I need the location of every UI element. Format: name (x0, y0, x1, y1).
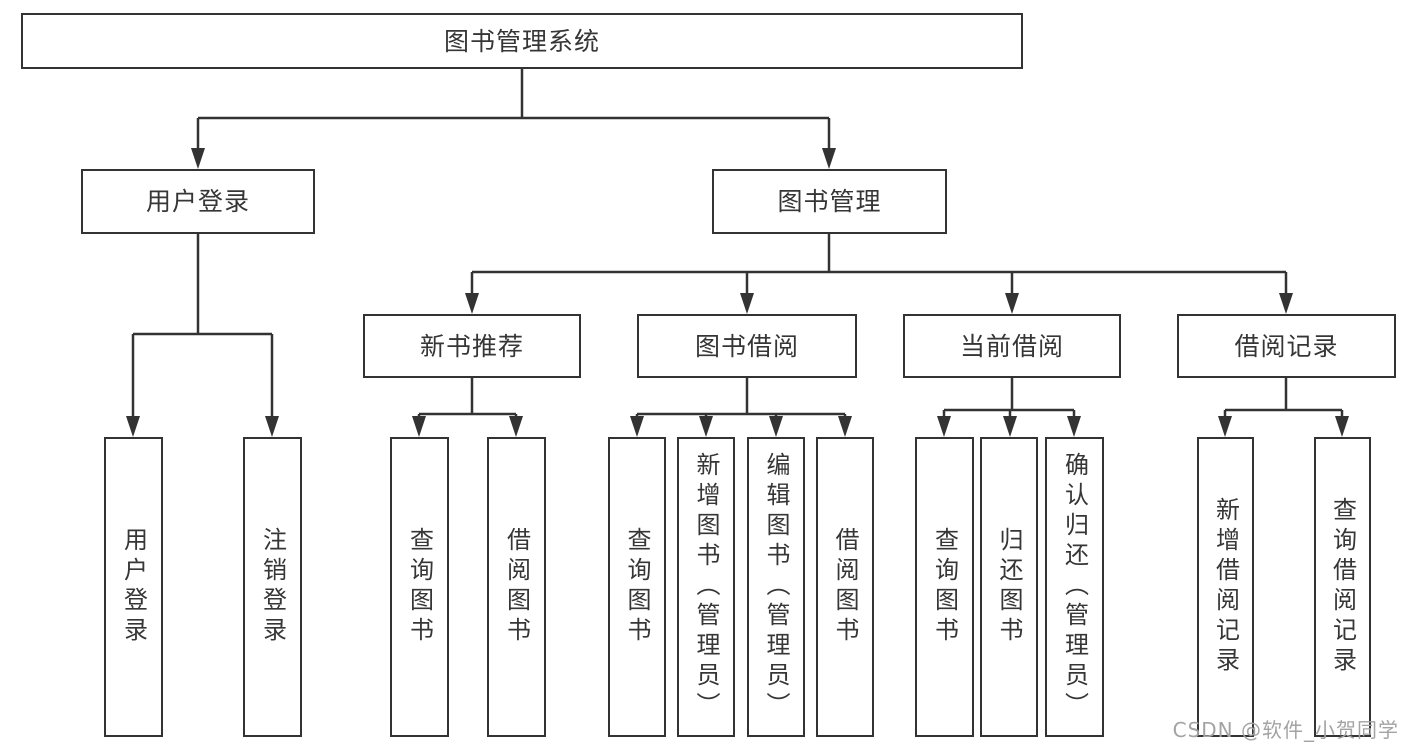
leaf-logout: 注销登录 (243, 437, 302, 737)
leaf-nb-borrow-books: 借阅图书 (487, 437, 546, 737)
connector-borrow-records-branch (1223, 377, 1344, 418)
connector-book-mgmt-branch (470, 233, 1288, 295)
node-book-borrow-label: 图书借阅 (694, 331, 799, 361)
leaf-user-login-label: 用户登录 (119, 527, 148, 647)
leaf-cb-return-books: 归还图书 (980, 437, 1038, 737)
leaf-cb-query-books: 查询图书 (915, 437, 974, 737)
leaf-br-query-record: 查询借阅记录 (1314, 437, 1371, 737)
leaf-nb-query-books: 查询图书 (390, 437, 449, 737)
leaf-bb-query-books: 查询图书 (608, 437, 666, 737)
node-book-borrow: 图书借阅 (637, 314, 857, 378)
node-library-system: 图书管理系统 (21, 13, 1023, 69)
node-current-borrow: 当前借阅 (903, 314, 1121, 378)
leaf-bb-edit-books-admin: 编辑图书（管理员） (747, 437, 805, 737)
leaf-nb-query-books-label: 查询图书 (405, 527, 434, 647)
leaf-bb-add-books-admin: 新增图书（管理员） (677, 437, 735, 737)
connector-user-login-branch (131, 233, 274, 418)
leaf-nb-borrow-books-label: 借阅图书 (502, 527, 531, 647)
leaf-br-query-record-label: 查询借阅记录 (1328, 497, 1357, 677)
leaf-bb-edit-books-admin-label: 编辑图书（管理员） (762, 452, 790, 722)
leaf-user-login: 用户登录 (104, 437, 163, 737)
leaf-bb-add-books-admin-label: 新增图书（管理员） (692, 452, 720, 722)
node-new-book-recommend: 新书推荐 (363, 314, 581, 378)
leaf-bb-borrow-books: 借阅图书 (816, 437, 874, 737)
node-current-borrow-label: 当前借阅 (959, 331, 1064, 361)
connector-root-branch (196, 68, 831, 150)
leaf-cb-confirm-return-admin: 确认归还（管理员） (1045, 437, 1104, 737)
node-borrow-records-label: 借阅记录 (1234, 331, 1339, 361)
node-book-management-label: 图书管理 (777, 187, 882, 216)
leaf-br-add-record: 新增借阅记录 (1197, 437, 1254, 737)
node-new-book-recommend-label: 新书推荐 (419, 331, 524, 361)
leaf-bb-borrow-books-label: 借阅图书 (831, 527, 859, 647)
leaf-br-add-record-label: 新增借阅记录 (1211, 497, 1240, 677)
leaf-bb-query-books-label: 查询图书 (623, 527, 651, 647)
connector-current-borrow-branch (942, 377, 1076, 418)
arrowheads (126, 148, 1349, 437)
connector-book-borrow-branch (635, 377, 847, 418)
leaf-cb-query-books-label: 查询图书 (930, 527, 959, 647)
node-book-management: 图书管理 (712, 169, 947, 234)
node-borrow-records: 借阅记录 (1177, 314, 1396, 378)
csdn-watermark: CSDN @软件_小贺同学 (1172, 718, 1399, 742)
leaf-logout-label: 注销登录 (258, 527, 287, 647)
node-user-login: 用户登录 (81, 169, 315, 234)
node-user-login-label: 用户登录 (145, 187, 250, 216)
leaf-cb-return-books-label: 归还图书 (995, 527, 1023, 647)
connector-new-book-branch (417, 377, 518, 418)
leaf-cb-confirm-return-admin-label: 确认归还（管理员） (1060, 452, 1089, 722)
node-library-system-label: 图书管理系统 (443, 26, 600, 56)
